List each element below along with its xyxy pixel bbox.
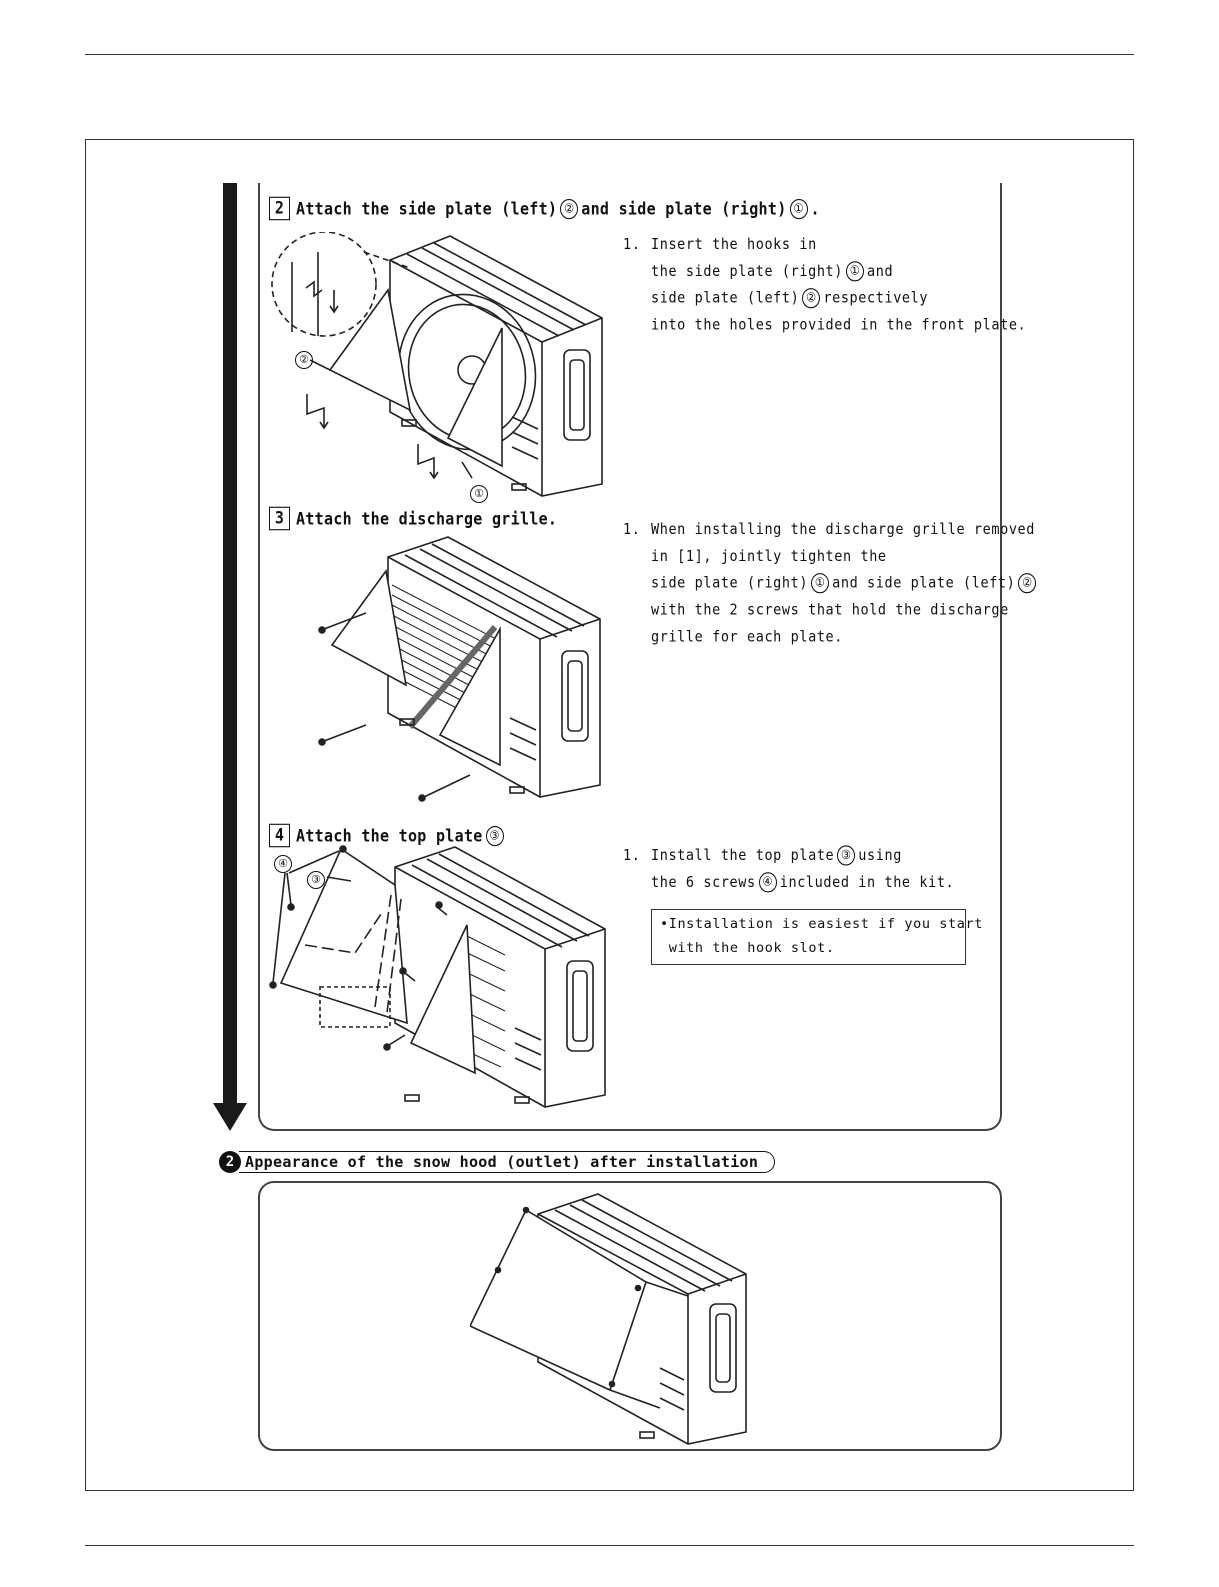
step-title-cont: and side plate (right)	[581, 198, 787, 219]
section-number-badge: 2	[219, 1151, 241, 1173]
instruction-number: 1.	[623, 235, 641, 254]
instruction-line: respectively	[823, 289, 929, 308]
result-panel	[258, 1181, 1002, 1451]
steps-panel	[258, 183, 1002, 1131]
installed-snow-hood-illustration	[470, 1193, 747, 1445]
flow-arrow-icon	[213, 183, 247, 1131]
instruction-line: Install the top plate	[651, 846, 835, 865]
step-4-illustration	[269, 845, 606, 1108]
step-3-instruction: 1. When installing the discharge grille r…	[623, 516, 1039, 650]
installation-tip-note: •Installation is easiest if you start wi…	[651, 909, 982, 965]
step-2-instruction: 1. Insert the hooks in the side plate (rig…	[623, 231, 1026, 339]
part-ref-4: ④	[758, 872, 777, 893]
step-2-illustration	[271, 232, 603, 497]
instruction-line: side plate (right)	[651, 574, 809, 593]
instruction-line: and side plate (left)	[832, 574, 1016, 593]
callout-part-4: ④	[274, 855, 292, 873]
step-title: Attach the discharge grille.	[296, 508, 558, 529]
part-ref-1: ①	[811, 573, 830, 594]
instruction-line: into the holes provided in the front pla…	[651, 316, 1027, 335]
instruction-number: 1.	[623, 520, 641, 539]
step-title-end: .	[810, 198, 820, 219]
step-number: 4	[269, 823, 290, 848]
callout-part-3: ③	[307, 871, 325, 889]
instruction-line: the side plate (right)	[651, 262, 844, 281]
part-ref-3: ③	[837, 845, 856, 866]
instruction-line: side plate (left)	[651, 289, 800, 308]
page-frame	[85, 139, 1134, 1491]
part-ref-1: ①	[846, 261, 865, 282]
instruction-number: 1.	[623, 846, 641, 865]
instruction-line: with the 2 screws that hold the discharg…	[651, 601, 1009, 620]
instruction-line: When installing the discharge grille rem…	[651, 520, 1036, 539]
step-2-heading: 2 Attach the side plate (left) ② and sid…	[269, 196, 820, 221]
step-3-heading: 3 Attach the discharge grille.	[269, 506, 558, 531]
part-ref-2: ②	[1018, 573, 1037, 594]
section-2-heading: 2 Appearance of the snow hood (outlet) a…	[219, 1151, 776, 1173]
part-ref-2: ②	[560, 198, 579, 219]
instruction-line: Insert the hooks in	[651, 235, 817, 254]
instruction-line: in [1], jointly tighten the	[651, 547, 887, 566]
section-title: Appearance of the snow hood (outlet) aft…	[239, 1151, 776, 1173]
part-ref-3: ③	[485, 825, 504, 846]
instruction-line: grille for each plate.	[651, 628, 844, 646]
step-title: Attach the top plate	[296, 825, 483, 846]
footer-rule	[85, 1545, 1134, 1546]
instruction-line: using	[858, 846, 902, 865]
callout-part-2: ②	[295, 351, 313, 369]
part-ref-1: ①	[789, 198, 808, 219]
step-3-illustration	[318, 536, 601, 802]
instruction-line: and	[867, 262, 894, 281]
header-rule	[85, 54, 1134, 55]
step-4-heading: 4 Attach the top plate ③	[269, 823, 507, 848]
instruction-line: included in the kit.	[779, 873, 955, 892]
step-title: Attach the side plate (left)	[296, 198, 558, 219]
callout-part-1: ①	[470, 485, 488, 503]
part-ref-2: ②	[802, 288, 821, 309]
step-number: 2	[269, 196, 290, 221]
instruction-line: the 6 screws	[651, 873, 756, 892]
step-number: 3	[269, 506, 290, 531]
